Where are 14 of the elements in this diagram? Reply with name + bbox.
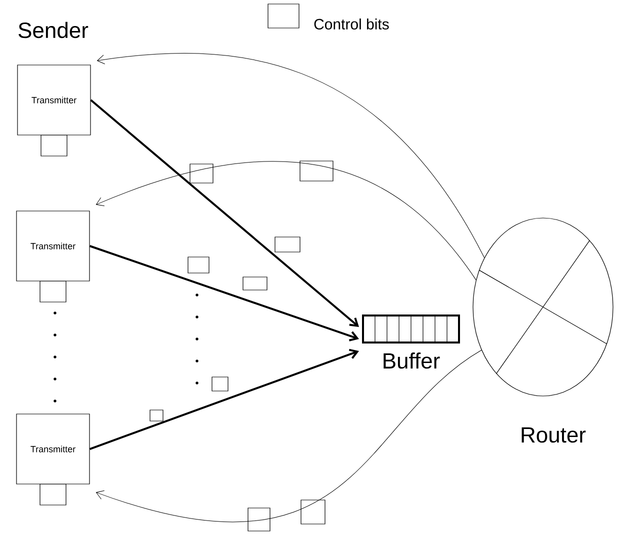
transmitter-box: Transmitter: [17, 64, 91, 136]
arrow: [97, 53, 485, 258]
arrow: [89, 348, 359, 450]
legend-label: Control bits: [314, 18, 389, 30]
arrow: [96, 350, 482, 522]
transmitter-box: Transmitter: [16, 210, 90, 282]
node-label: Buffer: [384, 352, 440, 369]
arrow: [90, 99, 359, 327]
arrow: [89, 245, 359, 342]
arrow: [96, 161, 476, 280]
transmitter-box: Transmitter: [16, 414, 90, 484]
heading: Sender: [18, 22, 88, 38]
buffer-queue: Buffer: [362, 314, 460, 369]
node-label: Router: [522, 427, 586, 443]
